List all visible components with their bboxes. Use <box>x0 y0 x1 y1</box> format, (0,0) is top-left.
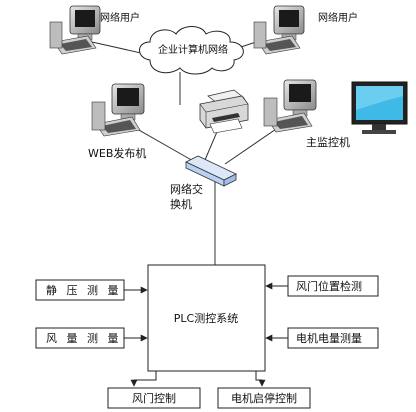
switch-label-line2: 换机 <box>170 197 192 211</box>
damper-control-arrow <box>130 371 157 387</box>
web-server-label: WEB发布机 <box>88 146 146 160</box>
motor-control-label: 电机启停控制 <box>231 391 297 405</box>
motor-power-label: 电机电量测量 <box>296 331 362 345</box>
motor-control-arrow <box>255 371 266 387</box>
damper-control-label: 风门控制 <box>132 391 176 405</box>
air-volume-label: 风 量 测 量 <box>46 332 122 345</box>
plc-control-box <box>147 264 266 372</box>
printer-icon <box>199 89 249 134</box>
network-user-right-computer-icon <box>253 5 305 55</box>
network-user-left-label: 网络用户 <box>100 11 140 24</box>
damper-position-label: 风门位置检测 <box>296 279 362 293</box>
main-monitor-label: 主监控机 <box>306 135 350 149</box>
network-user-right-label: 网络用户 <box>318 11 358 24</box>
main-monitor-computer-icon <box>263 79 317 133</box>
switch-label-line1: 网络交 <box>170 182 203 196</box>
damper-control-box <box>107 387 201 409</box>
static-pressure-label: 静 压 测 量 <box>46 283 122 297</box>
display-monitor-icon <box>351 81 408 134</box>
network-switch-icon <box>185 155 237 187</box>
enterprise-network-cloud-icon <box>139 26 244 75</box>
plc-title: PLC测控系统 <box>174 311 238 325</box>
motor-control-box <box>217 387 311 409</box>
enterprise-network-label: 企业计算机网络 <box>158 43 228 56</box>
web-server-computer-icon <box>91 83 145 137</box>
network-user-left-computer-icon <box>49 5 101 55</box>
